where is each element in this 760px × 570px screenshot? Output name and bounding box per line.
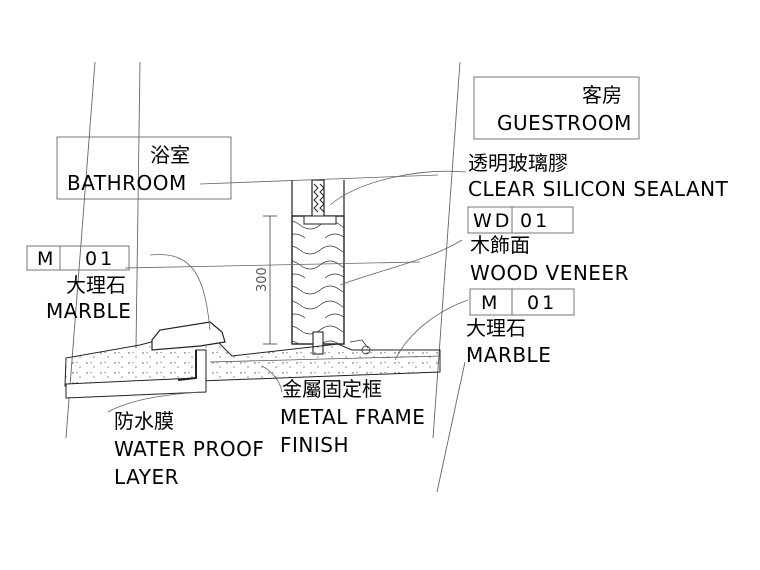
wood-cn-label: 木飾面 [470, 233, 530, 257]
sealant-en-label: CLEAR SILICON SEALANT [468, 177, 729, 201]
marble-right-cn-label: 大理石 [466, 316, 526, 340]
sealant-cn-label: 透明玻璃膠 [468, 151, 568, 175]
marble-left-tag-num: 01 [85, 248, 115, 270]
dimension-300 [263, 215, 277, 345]
marble-threshold [151, 321, 226, 351]
frame-cn-label: 金屬固定框 [282, 377, 382, 401]
marble-left-en-label: MARBLE [46, 299, 131, 323]
guestroom-en-label: GUESTROOM [497, 111, 632, 135]
guestroom-cn-label: 客房 [582, 83, 622, 107]
bathroom-box [56, 136, 232, 200]
bathroom-cn-label: 浴室 [150, 143, 190, 167]
wood-en-label: WOOD VENEER [470, 261, 629, 285]
frame-en-label-1: METAL FRAME [280, 405, 425, 429]
floor-section [64, 321, 441, 399]
wood-tag-code: WD [473, 210, 512, 232]
waterproof-cn-label: 防水膜 [114, 409, 174, 433]
wood-tag-num: 01 [520, 210, 550, 232]
marble-and-screed [64, 329, 441, 387]
marble-right-tag-code: M [481, 292, 500, 314]
dimension-text: 300 [255, 267, 270, 292]
wood-frame [291, 215, 345, 345]
marble-right-en-label: MARBLE [466, 343, 551, 367]
tag-boxes [26, 206, 575, 316]
waterproof-en-label-2: LAYER [114, 465, 179, 489]
bathroom-en-label: BATHROOM [67, 171, 187, 195]
silicon-sealant [313, 183, 319, 213]
marble-left-cn-label: 大理石 [66, 273, 126, 297]
leader-lines [107, 170, 469, 413]
frame-en-label-2: FINISH [280, 433, 349, 457]
guestroom-box [473, 76, 640, 140]
marble-left-tag-code: M [37, 248, 56, 270]
partition [291, 179, 345, 355]
marble-right-tag-num: 01 [527, 292, 557, 314]
waterproof-en-label-1: WATER PROOF [114, 437, 264, 461]
room-label-boxes [56, 76, 640, 200]
